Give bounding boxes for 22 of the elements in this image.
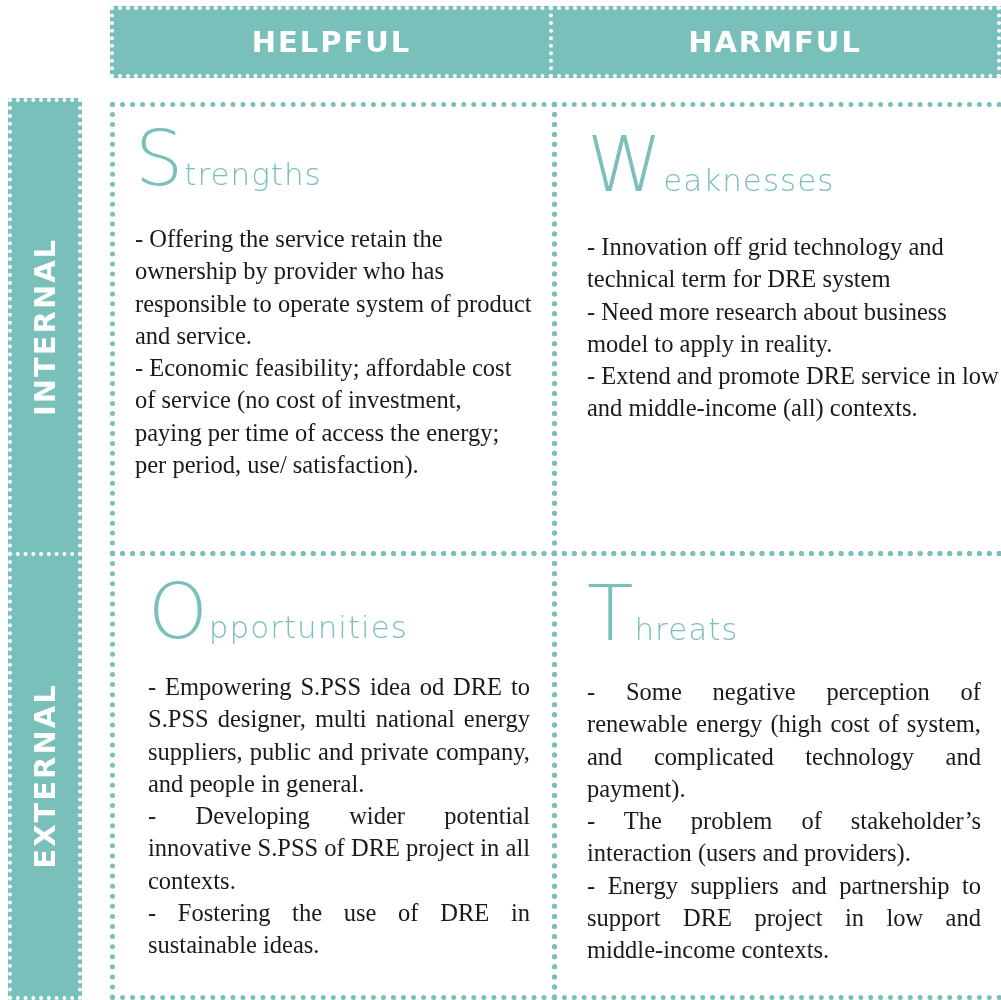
bullet-text: - Fostering the use of DRE in sustainable ideas. bbox=[148, 898, 530, 961]
bullet-text: - The problem of stakeholder’s interaction (users and providers). bbox=[587, 806, 981, 869]
header-band bbox=[8, 552, 82, 1000]
header-label: EXTERNAL bbox=[28, 683, 62, 869]
bullet-text: - Energy suppliers and partnership to support DRE project in low and middle-income contexts. bbox=[587, 870, 981, 966]
quadrant-heading: Opportunities bbox=[148, 574, 408, 658]
header-label: HARMFUL bbox=[688, 25, 862, 59]
bullet-text: - Need more research about business model to apply in reality. bbox=[587, 296, 948, 359]
bullet-text: - Offering the service retain the ownership by provider who has responsible to operate system of product and service. bbox=[135, 224, 532, 351]
bullet-text: - Some negative perception of renewable energy (high cost of system, and complicated technology and payment). bbox=[587, 677, 981, 805]
quadrant-heading: Threats bbox=[587, 576, 739, 660]
header-label: HELPFUL bbox=[251, 25, 412, 59]
bullet-text: - Empowering S.PSS idea od DRE to S.PSS designer, multi national energy suppliers, public and private company, and people in general. bbox=[148, 672, 530, 799]
bullet-text: - Economic feasibility; affordable cost of service (no cost of investment, paying per time of access the energy; per period, use/ satisfaction). bbox=[135, 353, 513, 481]
bullet-text: - Extend and promote DRE service in low and middle-income (all) contexts. bbox=[587, 361, 1000, 424]
quadrant-heading: Weaknesses bbox=[587, 127, 835, 211]
bullet-text: - Innovation off grid technology and technical term for DRE system bbox=[587, 232, 945, 295]
header-band bbox=[549, 6, 1001, 78]
swot-quadrant bbox=[552, 551, 1001, 1000]
header-label: INTERNAL bbox=[28, 237, 62, 417]
bullet-text: - Developing wider potential innovative S.PSS of DRE project in all contexts. bbox=[148, 801, 530, 896]
quadrant-heading: Strengths bbox=[135, 121, 322, 205]
